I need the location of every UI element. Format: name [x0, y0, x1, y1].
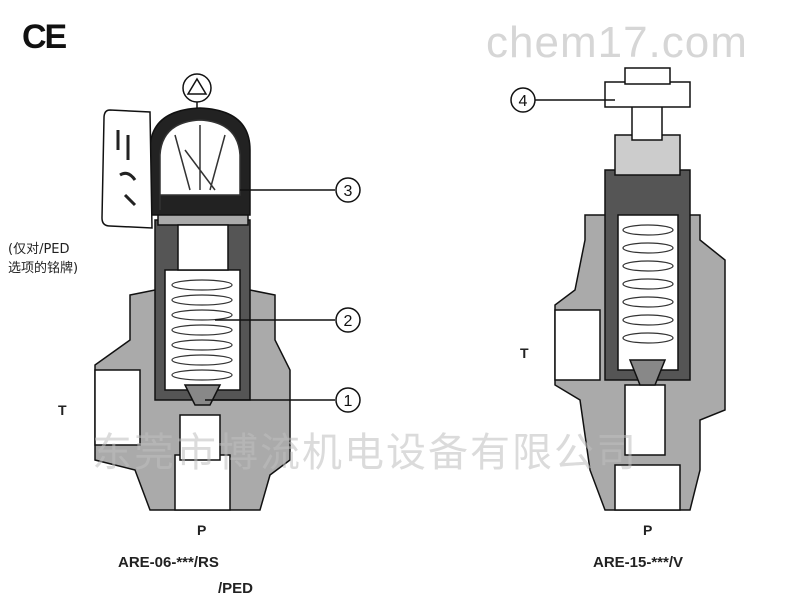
right-spring [622, 224, 674, 344]
right-port-t-label: T [520, 345, 529, 361]
left-port-t [94, 369, 141, 446]
left-spring [171, 279, 233, 381]
ce-mark: CE [22, 18, 67, 56]
callout-circle-2 [335, 307, 361, 333]
callout-label-1: 1 [344, 393, 353, 410]
nameplate-note-line1: (仅对/PED [8, 242, 70, 257]
right-model-label: ARE-15-***/V [593, 554, 684, 571]
right-valve [510, 67, 726, 511]
left-port-t-label: T [58, 402, 67, 418]
callout-label-4: 4 [519, 93, 528, 110]
right-poppet [628, 359, 667, 386]
callout-circle-3 [335, 177, 361, 203]
left-model-suffix: /PED [218, 580, 254, 597]
left-port-p-label: P [197, 522, 207, 538]
watermark-company: 东莞市博流机电设备有限公司 [92, 430, 638, 476]
nameplate-note: (仅对/PED 选项的铭牌) [8, 240, 78, 278]
callout-circle-4 [510, 87, 536, 113]
callout-label-3: 3 [344, 183, 353, 200]
left-valve [94, 73, 361, 511]
right-handle [604, 81, 691, 108]
callout-circle-1 [335, 387, 361, 413]
left-port-p [174, 454, 231, 511]
left-nameplate [101, 109, 153, 229]
callout-label-2: 2 [344, 313, 353, 330]
right-port-p-label: P [643, 522, 653, 538]
left-model-label: ARE-06-***/RS [118, 554, 219, 571]
nameplate-note-line2: 选项的铭牌) [8, 261, 79, 276]
right-port-p [614, 464, 681, 511]
right-port-t [554, 309, 601, 381]
watermark-site: chem17.com [486, 18, 748, 67]
